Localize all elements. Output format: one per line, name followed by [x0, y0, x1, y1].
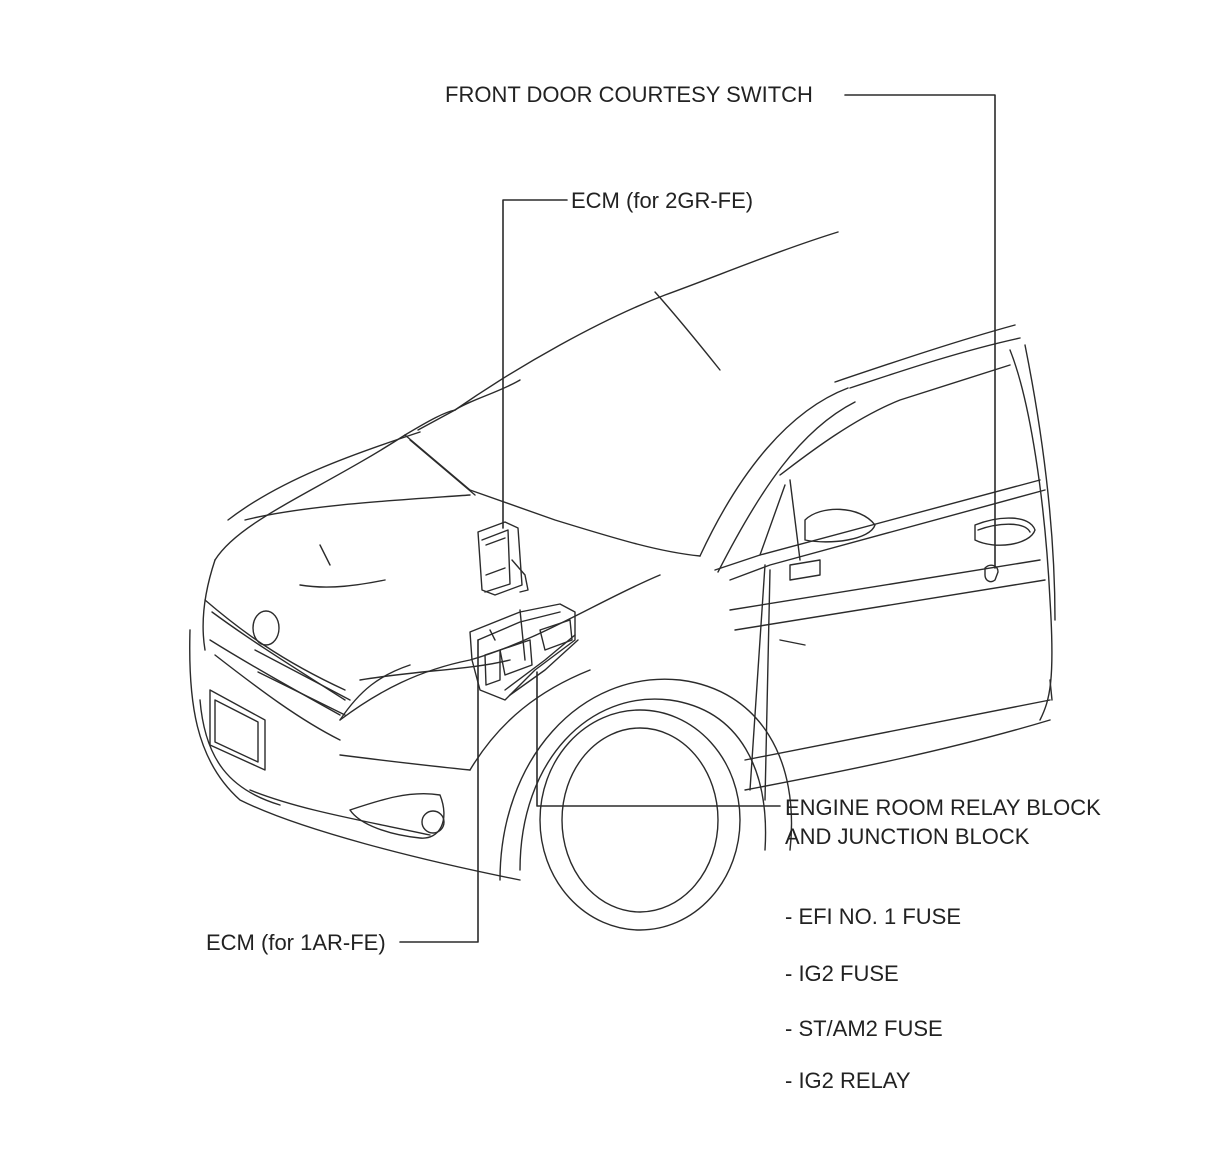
leader-engine-room-relay-block [536, 671, 781, 807]
relay-block-component [469, 603, 579, 701]
label-front-door-courtesy-switch: FRONT DOOR COURTESY SWITCH [445, 82, 813, 107]
ecm-2grfe-component [477, 521, 529, 596]
label-ecm-1arfe: ECM (for 1AR-FE) [206, 930, 386, 955]
car-side-outline [714, 344, 1056, 801]
leader-front-door-courtesy-switch [844, 94, 996, 569]
leader-ecm-2grfe [502, 199, 568, 529]
fuse-list-item: - EFI NO. 1 FUSE [785, 904, 962, 929]
leader-ecm-1arfe [399, 639, 479, 943]
label-ecm-2grfe: ECM (for 2GR-FE) [571, 188, 754, 213]
leader-lines [399, 94, 996, 943]
fuse-list-item: - IG2 FUSE [785, 961, 899, 986]
fuse-list-item: - ST/AM2 FUSE [785, 1016, 943, 1041]
label-engine-room-relay-block-line2: AND JUNCTION BLOCK [785, 824, 1030, 849]
label-engine-room-relay-block-line1: ENGINE ROOM RELAY BLOCK [785, 795, 1101, 820]
fuse-list-item: - IG2 RELAY [785, 1068, 911, 1093]
car-body-outline [189, 231, 1021, 881]
front-wheel [499, 678, 793, 931]
